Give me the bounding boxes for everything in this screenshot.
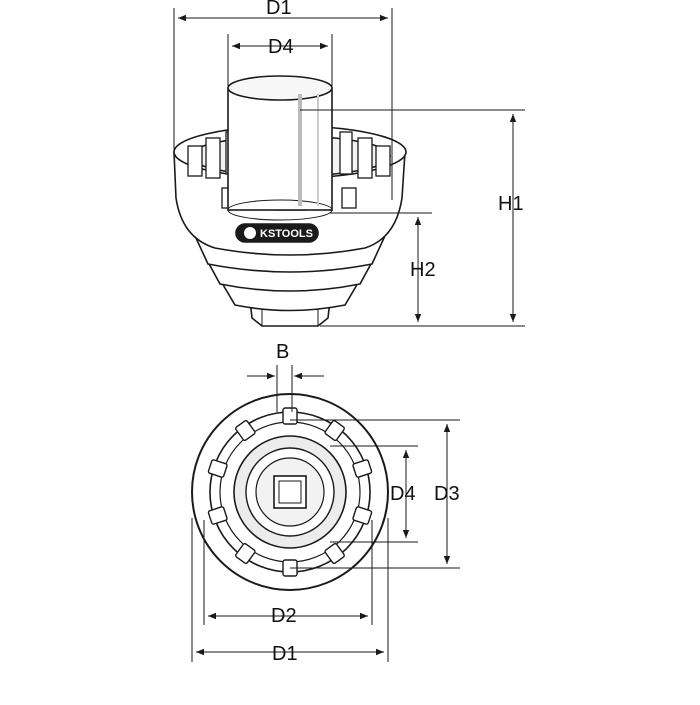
label-h2: H2: [410, 259, 436, 281]
label-d3: D3: [434, 483, 460, 505]
notch-1: [282, 407, 298, 425]
notch-7: [235, 542, 256, 564]
notch-5: [324, 542, 345, 564]
label-h1: H1: [498, 193, 524, 215]
logo-text: KSTOOLS: [260, 228, 313, 240]
label-b: B: [276, 341, 289, 363]
ks-tools-logo: [235, 223, 319, 243]
label-top-d1: D1: [266, 0, 292, 19]
notch-2: [324, 420, 345, 442]
top-view: [191, 393, 389, 591]
notch-9: [207, 459, 228, 478]
label-top-d4: D4: [268, 36, 294, 58]
side-view-dimensions: [173, 8, 525, 327]
notch-10: [235, 420, 256, 442]
drive-cylinder: [227, 87, 333, 211]
side-view: [173, 75, 407, 327]
label-d2: D2: [271, 605, 297, 627]
notch-8: [207, 506, 228, 525]
label-bottom-d4: D4: [390, 483, 416, 505]
notch-3: [352, 459, 373, 478]
top-view-dimensions: [191, 365, 460, 662]
label-bottom-d1: D1: [272, 643, 298, 665]
notches: [207, 407, 373, 577]
drive-cylinder-top: [227, 75, 333, 101]
notch-4: [352, 506, 373, 525]
